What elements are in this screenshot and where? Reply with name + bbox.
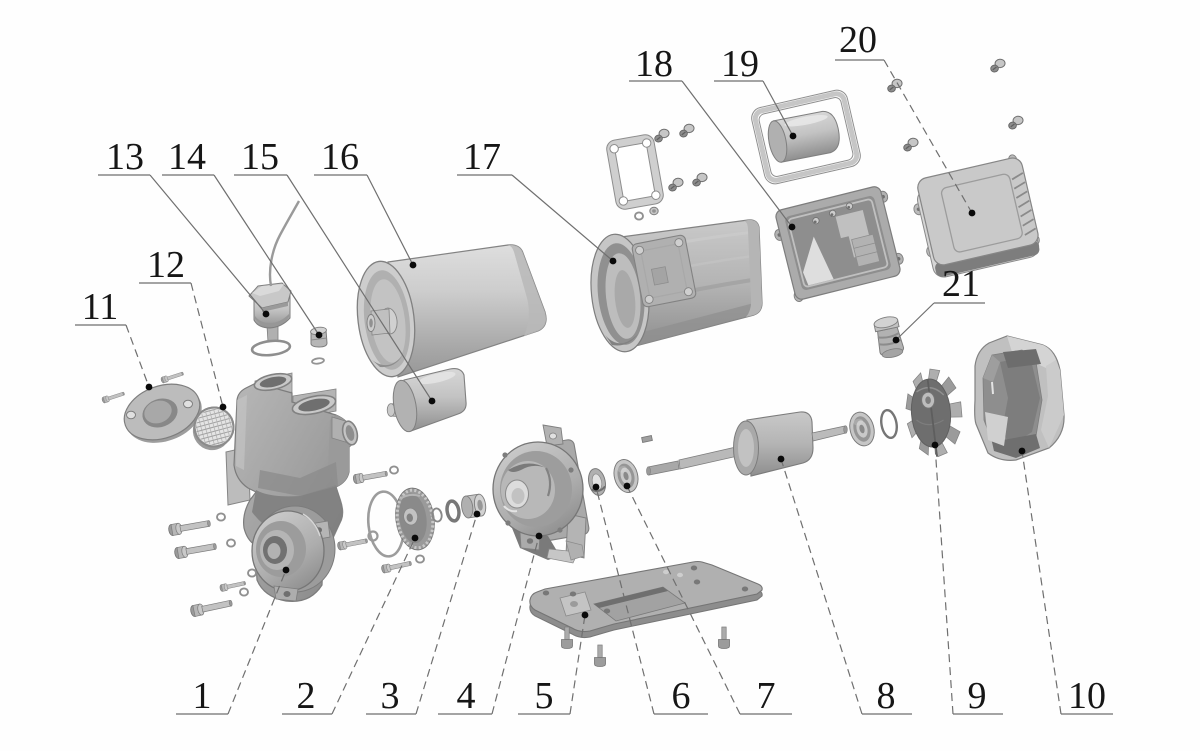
svg-text:8: 8 [877,675,896,717]
svg-text:12: 12 [147,244,185,286]
svg-text:19: 19 [721,43,759,85]
svg-text:6: 6 [672,675,691,717]
svg-text:13: 13 [106,136,144,178]
svg-text:14: 14 [168,136,206,178]
svg-text:18: 18 [635,43,673,85]
svg-text:7: 7 [757,675,776,717]
svg-text:21: 21 [942,263,980,305]
svg-text:1: 1 [193,675,212,717]
svg-text:20: 20 [839,19,877,61]
svg-text:5: 5 [535,675,554,717]
svg-text:10: 10 [1068,675,1106,717]
svg-text:9: 9 [968,675,987,717]
svg-text:4: 4 [457,675,476,717]
svg-text:15: 15 [241,136,279,178]
svg-text:11: 11 [82,286,119,328]
svg-text:2: 2 [297,675,316,717]
svg-text:16: 16 [321,136,359,178]
svg-text:3: 3 [381,675,400,717]
svg-text:17: 17 [463,136,501,178]
